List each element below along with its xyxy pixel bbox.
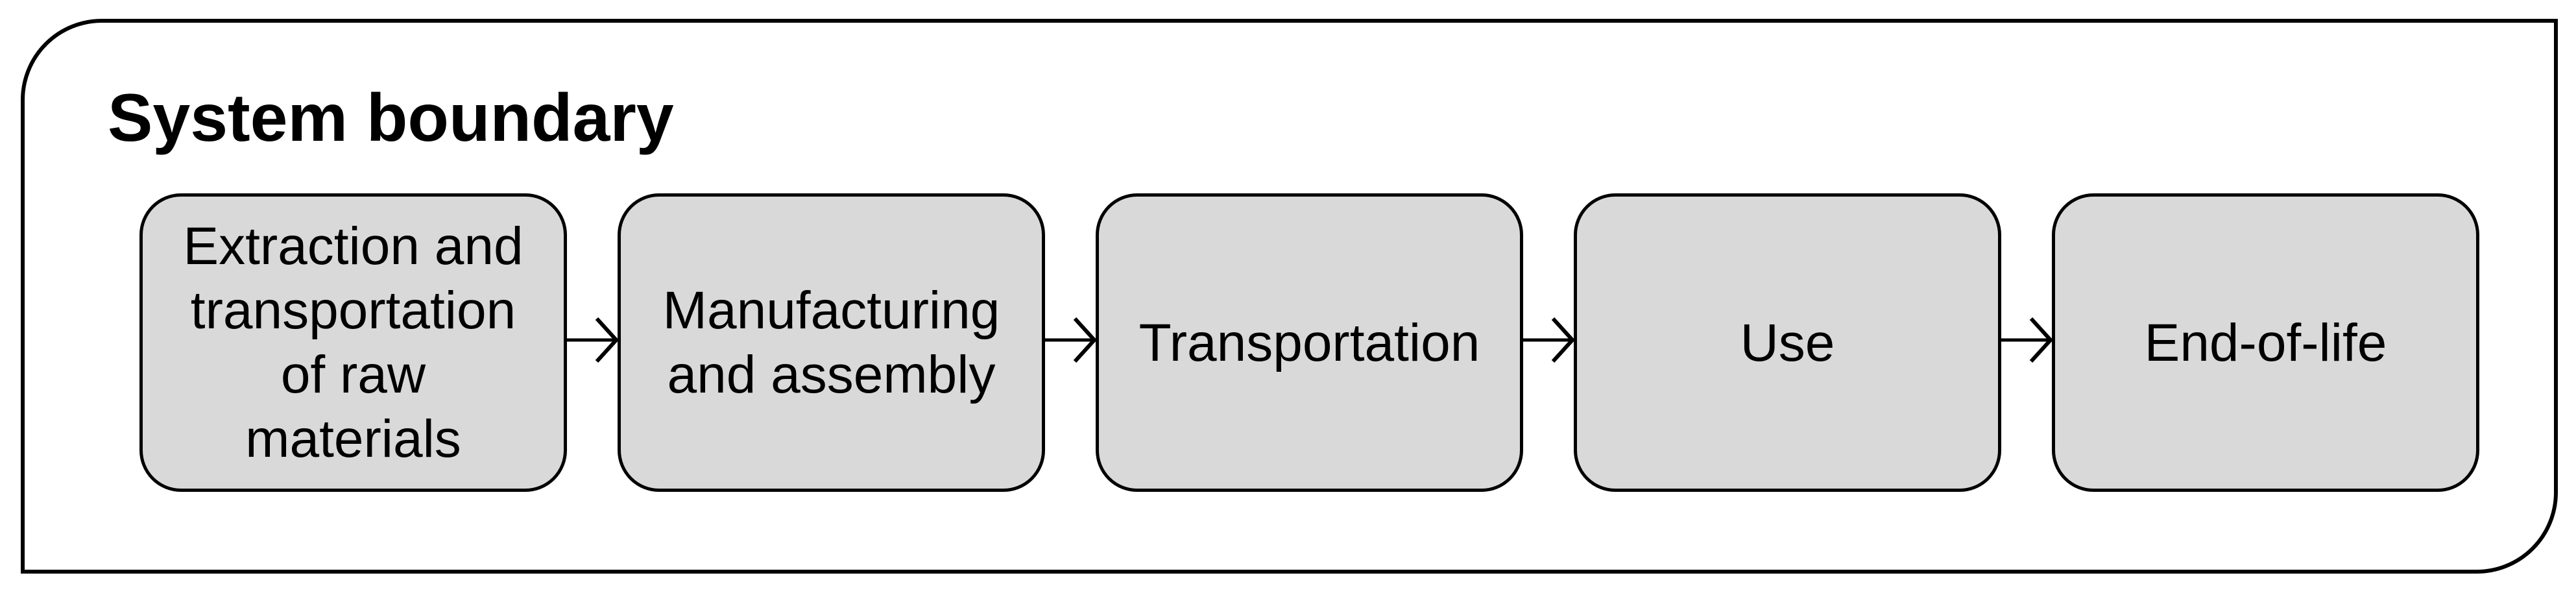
flow-arrow-icon (1045, 313, 1096, 367)
flow-arrow-icon (567, 313, 618, 367)
stage-box-3: Transportation (1096, 193, 1523, 492)
stage-box-1: Extraction and transportation of raw mat… (139, 193, 567, 492)
stage-box-2: Manufacturing and assembly (618, 193, 1045, 492)
stage-label: Extraction and transportation of raw mat… (183, 217, 524, 468)
stage-label: Manufacturing and assembly (662, 281, 1000, 404)
flow-arrow-icon (1523, 313, 1574, 367)
stage-label: Transportation (1138, 313, 1480, 372)
system-boundary-title: System boundary (108, 80, 674, 156)
flow-arrow-icon (2001, 313, 2052, 367)
stage-box-5: End-of-life (2052, 193, 2479, 492)
stage-box-4: Use (1574, 193, 2001, 492)
stage-label: Use (1740, 313, 1835, 372)
stage-label: End-of-life (2144, 313, 2387, 372)
